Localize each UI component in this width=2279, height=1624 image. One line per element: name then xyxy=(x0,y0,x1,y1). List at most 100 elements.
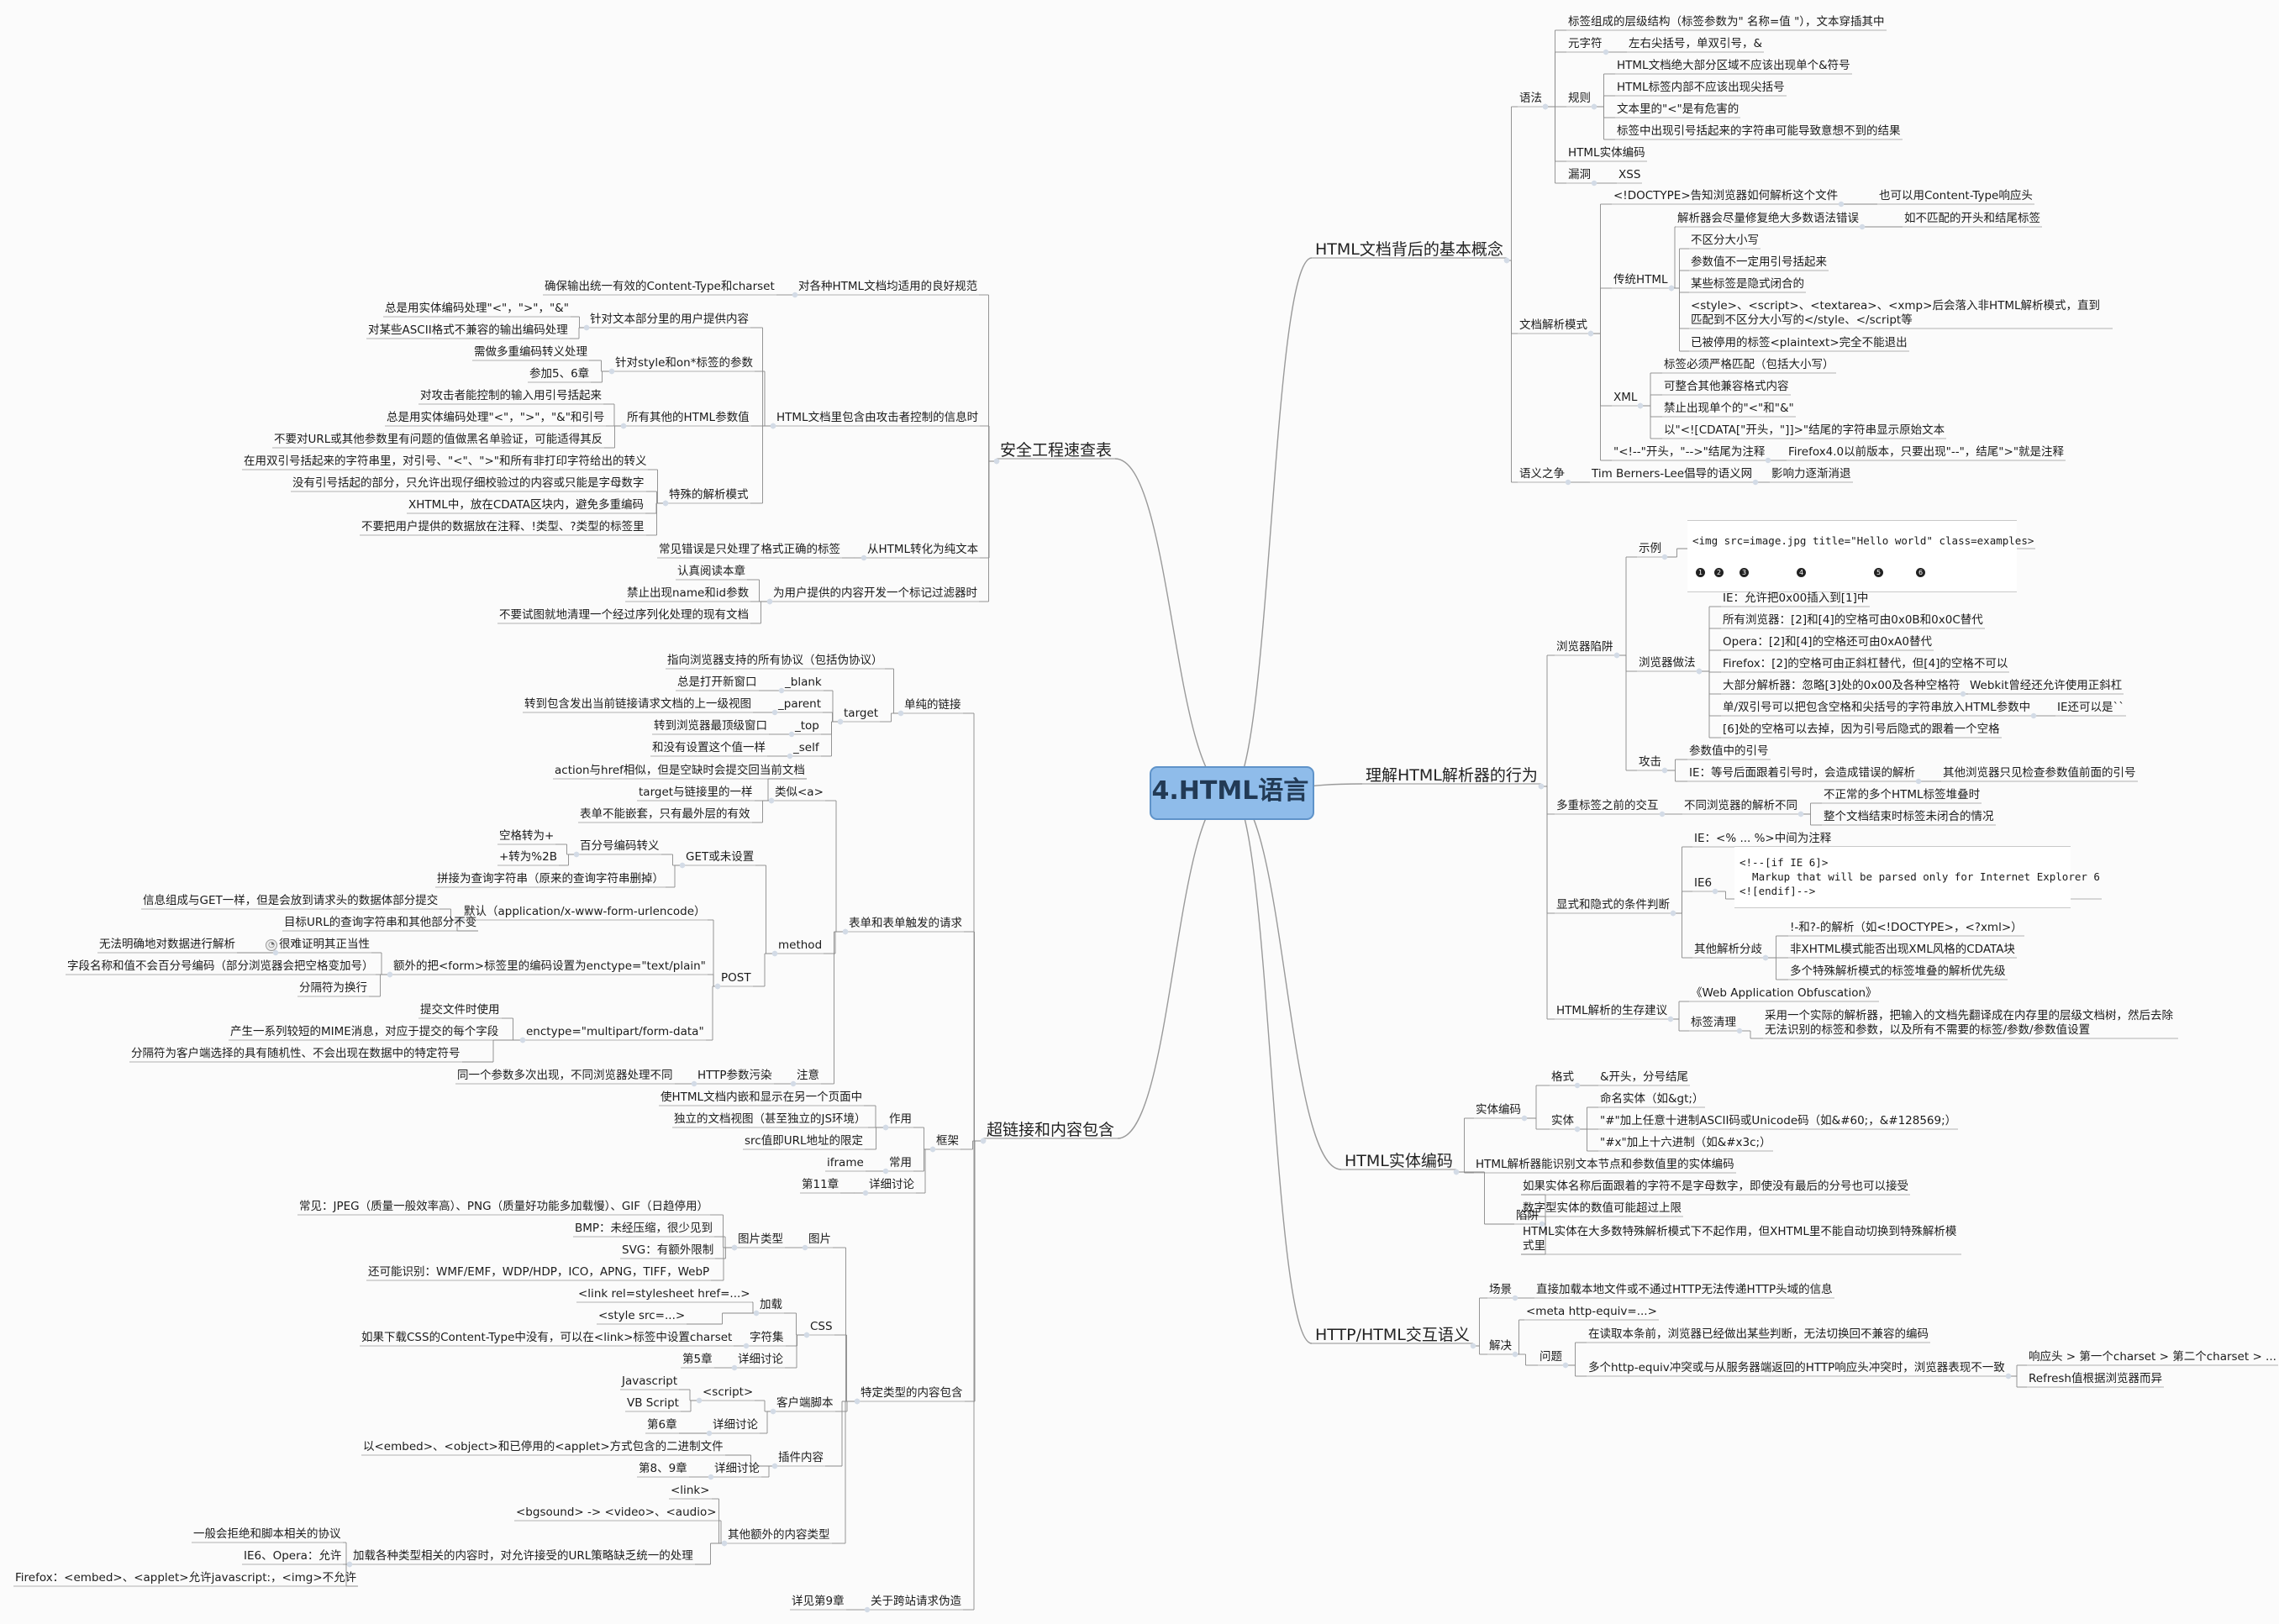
topic-b6-2-2-1-2[interactable]: 拼接为查询字符串（原来的查询字符串删掉） xyxy=(437,872,664,886)
topic-b5-2-4-3[interactable]: XHTML中，放在CDATA区块内，避免多重编码 xyxy=(408,498,645,512)
topic-b6-4-5-1[interactable]: <link> xyxy=(671,1484,710,1497)
topic-b6-4-3-1-1[interactable]: Javascript xyxy=(622,1374,678,1388)
topic-b4-2-2-1[interactable]: 在读取本条前，浏览器已经做出某些判断，无法切换回不兼容的编码 xyxy=(1588,1327,1929,1341)
collapse-dot[interactable] xyxy=(1512,1351,1518,1358)
collapse-dot[interactable] xyxy=(882,1168,889,1175)
topic-b1-1-3-3[interactable]: 文本里的"<"是有危害的 xyxy=(1617,102,1740,116)
topic-b6-2-1[interactable]: 类似<a> xyxy=(775,786,824,799)
topic-b6-4-2-3[interactable]: 详细讨论 xyxy=(738,1353,783,1366)
topic-b4-1-1[interactable]: 直接加载本地文件或不通过HTTP无法传递HTTP头域的信息 xyxy=(1536,1283,1833,1296)
collapse-dot[interactable] xyxy=(1574,1126,1581,1133)
collapse-dot[interactable] xyxy=(743,1343,750,1349)
topic-b1-2-3-1[interactable]: 标签必须严格匹配（包括大小写） xyxy=(1664,358,1834,371)
topic-b6-4-5-3-1[interactable]: 一般会拒绝和脚本相关的协议 xyxy=(193,1527,341,1541)
topic-b2-4-2-1[interactable]: 采用一个实际的解析器，把输入的文档先翻译成在内存里的层级文档树，然后去除无法识别… xyxy=(1765,1009,2173,1037)
collapse-dot[interactable] xyxy=(583,324,590,331)
topic-b6-4-2[interactable]: CSS xyxy=(810,1320,833,1333)
topic-b2-1-2-2[interactable]: 所有浏览器：[2]和[4]的空格可由0x0B和0x0C替代 xyxy=(1723,613,1983,627)
collapse-dot[interactable] xyxy=(1539,1221,1545,1227)
topic-b5-2-2-1[interactable]: 需做多重编码转义处理 xyxy=(474,345,587,359)
collapse-dot[interactable] xyxy=(1587,330,1594,337)
topic-b1-3[interactable]: 语义之争 xyxy=(1519,467,1565,481)
collapse-dot[interactable] xyxy=(1565,479,1571,486)
topic-b5-4-1[interactable]: 认真阅读本章 xyxy=(677,565,745,578)
collapse-dot[interactable] xyxy=(788,731,795,738)
collapse-dot[interactable] xyxy=(706,1430,713,1437)
topic-b1-2-3-4[interactable]: 以"<![CDATA["开头，"]]>"结尾的字符串显示原始文本 xyxy=(1664,423,1945,437)
topic-b2-1-2-6-1[interactable]: IE还可以是`` xyxy=(2057,701,2125,714)
collapse-dot[interactable] xyxy=(1661,767,1668,774)
topic-b2-3-2-1[interactable]: <!--[if IE 6]> Markup that will be parse… xyxy=(1740,856,2100,897)
collapse-dot[interactable] xyxy=(1453,1169,1460,1175)
collapse-dot[interactable] xyxy=(696,1397,703,1404)
collapse-dot[interactable] xyxy=(993,458,1000,465)
topic-b2-1-2-1[interactable]: IE：允许把0x00插入到[1]中 xyxy=(1723,591,1869,605)
topic-b2-2[interactable]: 多重标签之前的交互 xyxy=(1556,799,1659,812)
topic-b5-2-4-1[interactable]: 在用双引号括起来的字符串里，对引号、"<"、">"和所有非打印字符给出的转义 xyxy=(244,455,647,468)
collapse-dot[interactable] xyxy=(771,950,778,957)
topic-b2-1-2-3[interactable]: Opera：[2]和[4]的空格还可由0xA0替代 xyxy=(1723,635,1932,649)
topic-b6-3-1-2[interactable]: 独立的文档视图（甚至独立的JS环境） xyxy=(674,1112,866,1126)
topic-b6-2-2-2-3-1[interactable]: 提交文件时使用 xyxy=(420,1003,500,1017)
topic-b6-4-1-1-4[interactable]: 还可能识别：WMF/EMF，WDP/HDP，ICO，APNG，TIFF，WebP xyxy=(368,1265,710,1279)
collapse-dot[interactable] xyxy=(787,753,793,759)
collapse-dot[interactable] xyxy=(1591,180,1597,187)
topic-b6-2-2-2-2-3[interactable]: 分隔符为换行 xyxy=(299,981,367,995)
topic-b6-4-2-1-2[interactable]: <style src=...> xyxy=(598,1309,686,1322)
topic-b6-2-1-1[interactable]: action与href相似，但是空缺时会提交回当前文档 xyxy=(555,764,805,777)
topic-b6-3-3-1[interactable]: 第11章 xyxy=(802,1178,839,1191)
collapse-dot[interactable] xyxy=(1668,285,1675,292)
topic-b3-1[interactable]: 实体编码 xyxy=(1476,1103,1521,1117)
collapse-dot[interactable] xyxy=(2005,1373,2012,1380)
topic-b1-2-2-4[interactable]: 某些标签是隐式闭合的 xyxy=(1691,277,1804,291)
branch-b4[interactable]: HTTP/HTML交互语义 xyxy=(1315,1326,1470,1344)
topic-b6-2-2-1-1-2[interactable]: +转为%2B xyxy=(499,850,557,864)
topic-b6-4-5-3[interactable]: 加载各种类型相关的内容时，对允许接受的URL策略缺乏统一的处理 xyxy=(353,1549,693,1563)
topic-b1-1-3[interactable]: 规则 xyxy=(1568,92,1591,105)
topic-b1-2-2-5[interactable]: <style>、<script>、<textarea>、<xmp>后会落入非HT… xyxy=(1691,299,2101,327)
collapse-dot[interactable] xyxy=(608,368,615,375)
collapse-dot[interactable] xyxy=(1637,402,1644,409)
topic-b1-1-5-1[interactable]: XSS xyxy=(1618,168,1641,181)
collapse-dot[interactable] xyxy=(573,851,580,858)
topic-b2-1-2-5-1[interactable]: Webkit曾经还允许使用正斜杠 xyxy=(1970,679,2123,692)
collapse-dot[interactable] xyxy=(1613,652,1620,659)
topic-b1-2-3[interactable]: XML xyxy=(1613,391,1638,404)
collapse-dot[interactable] xyxy=(861,554,867,561)
topic-b1-3-1-1[interactable]: 影响力逐渐消退 xyxy=(1771,467,1851,481)
collapse-dot[interactable] xyxy=(1838,201,1845,208)
topic-b2-1-2-4[interactable]: Firefox：[2]的空格可由正斜杠替代，但[4]的空格不可以 xyxy=(1723,657,2008,670)
collapse-dot[interactable] xyxy=(272,949,279,956)
topic-b5-4-3[interactable]: 不要试图就地清理一个经过序列化处理的现有文档 xyxy=(499,608,749,622)
branch-b2[interactable]: 理解HTML解析器的行为 xyxy=(1366,766,1538,785)
topic-b2-3-1[interactable]: IE：<% ... %>中间为注释 xyxy=(1694,832,1832,845)
topic-b5-2-1-1[interactable]: 总是用实体编码处理"<"，">"，"&" xyxy=(385,302,569,315)
topic-b6-2-2-2-3-2[interactable]: 产生一系列较短的MIME消息，对应于提交的每个字段 xyxy=(230,1025,499,1038)
collapse-dot[interactable] xyxy=(1960,691,1966,697)
topic-b4-1[interactable]: 场景 xyxy=(1489,1283,1512,1296)
collapse-dot[interactable] xyxy=(1667,1016,1674,1022)
collapse-dot[interactable] xyxy=(882,1124,889,1131)
topic-b1-1-5[interactable]: 漏洞 xyxy=(1568,168,1591,181)
collapse-dot[interactable] xyxy=(387,971,393,978)
topic-b1-2-2-2[interactable]: 不区分大小写 xyxy=(1691,234,1759,247)
topic-b6-2-2-2-2-2[interactable]: 字段名称和值不会百分号编码（部分浏览器会把空格变加号） xyxy=(67,959,374,973)
collapse-dot[interactable] xyxy=(864,1606,871,1613)
collapse-dot[interactable] xyxy=(691,1080,697,1087)
collapse-dot[interactable] xyxy=(1797,811,1804,817)
topic-b6-4-3-1-2[interactable]: VB Script xyxy=(627,1396,679,1410)
collapse-dot[interactable] xyxy=(802,1244,808,1251)
topic-b6-2-2-2-2-1-1[interactable]: 无法明确地对数据进行解析 xyxy=(99,938,235,951)
topic-b4-2-1[interactable]: <meta http-equiv=...> xyxy=(1526,1305,1657,1318)
topic-b6-3[interactable]: 框架 xyxy=(936,1134,959,1148)
topic-b6-4[interactable]: 特定类型的内容包含 xyxy=(861,1386,963,1400)
topic-b6-1-2-4[interactable]: _self xyxy=(793,741,819,754)
topic-b5-2-4-2[interactable]: 没有引号括起的部分，只允许出现仔细校验过的内容或只能是字母数字 xyxy=(292,476,645,490)
topic-b6-2-2-2-2-1[interactable]: 很难证明其正当性 xyxy=(279,938,370,951)
topic-b2-3[interactable]: 显式和隐式的条件判断 xyxy=(1556,898,1670,912)
collapse-dot[interactable] xyxy=(862,1190,869,1196)
collapse-dot[interactable] xyxy=(1521,1115,1528,1122)
collapse-dot[interactable] xyxy=(1696,668,1703,675)
topic-b2-2-1-1[interactable]: 不正常的多个HTML标签堆叠时 xyxy=(1824,788,1981,801)
topic-b2-1-1[interactable]: 示例 xyxy=(1639,542,1661,555)
